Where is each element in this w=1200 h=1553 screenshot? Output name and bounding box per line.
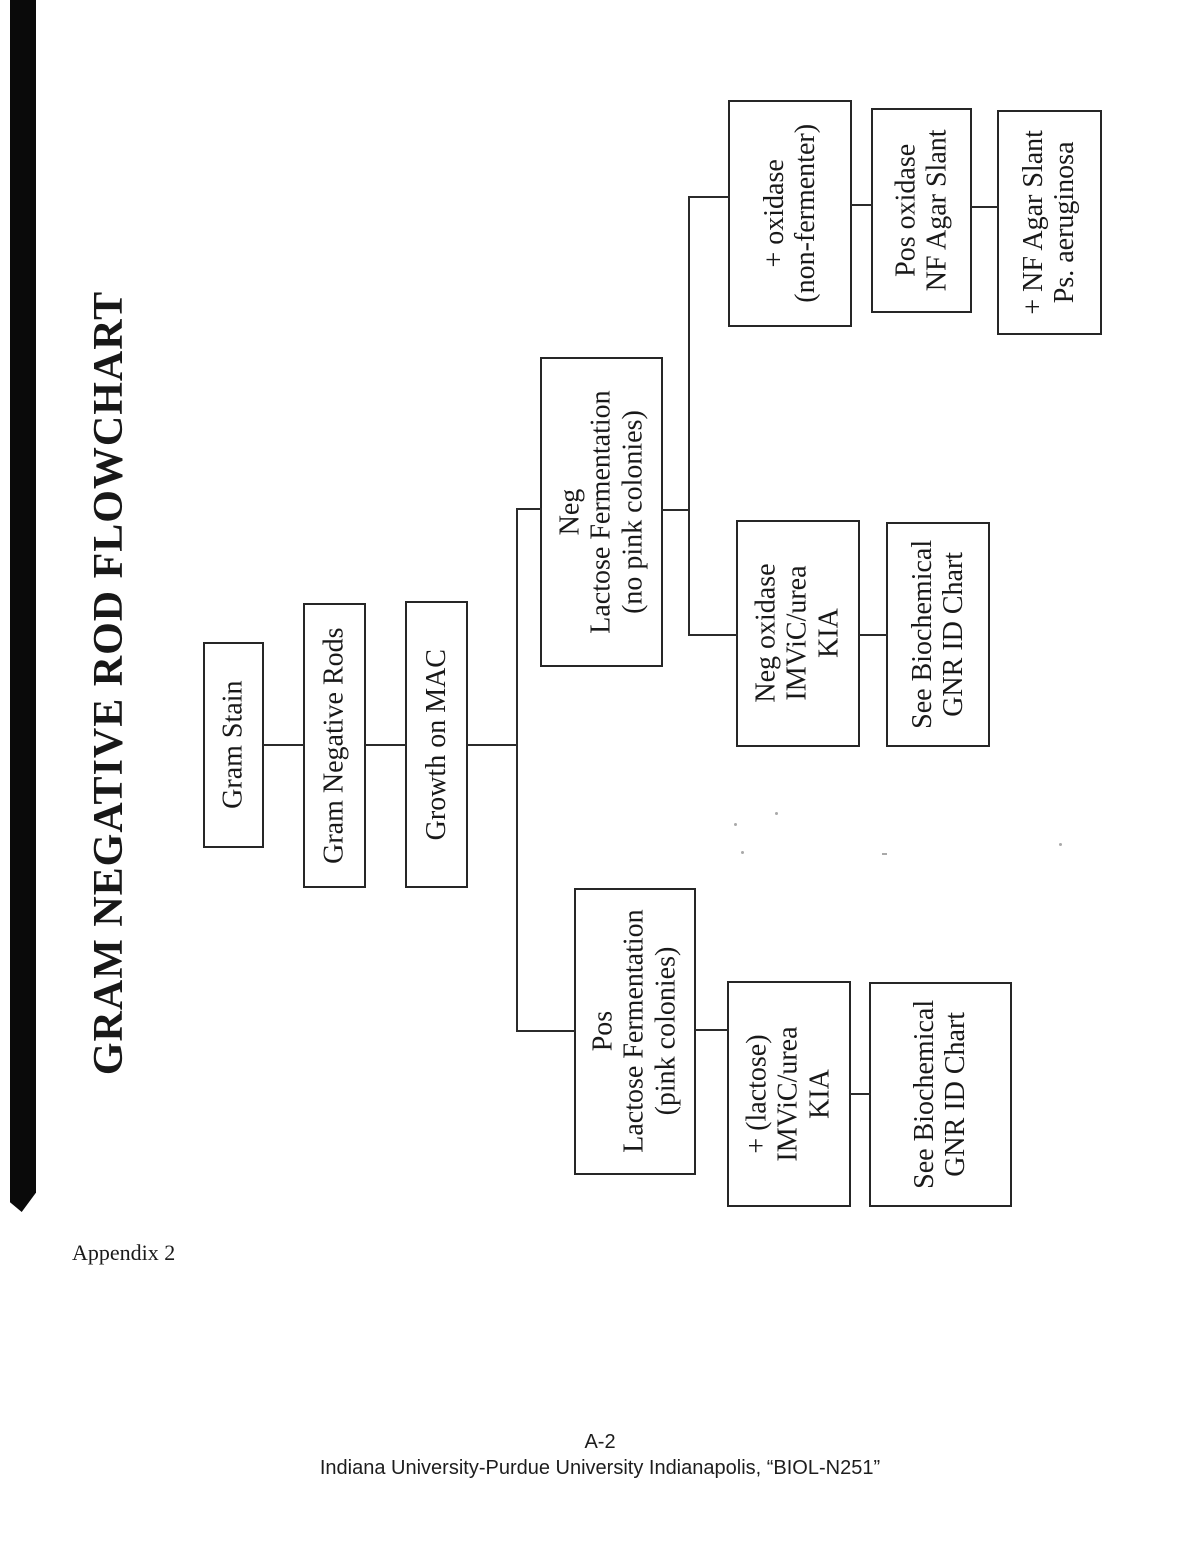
appendix-label: Appendix 2 (72, 1240, 176, 1265)
connector-line (516, 508, 542, 510)
connector-line (688, 634, 738, 636)
connector-line (695, 1029, 729, 1031)
flow-node-see-biochemical-neg: See Biochemical GNR ID Chart (886, 522, 990, 747)
flow-node-nf-agar-ps-aeruginosa: + NF Agar Slant Ps. aeruginosa (997, 110, 1102, 335)
scan-speck (775, 812, 778, 815)
connector-line (661, 509, 690, 511)
node-text: Gram Negative Rods (318, 627, 350, 864)
flow-node-plus-oxidase: + oxidase (non-fermenter) (728, 100, 852, 327)
scan-gutter-bar (10, 0, 36, 1212)
flow-node-pos-oxidase-nf-agar: Pos oxidase NF Agar Slant (871, 108, 972, 313)
flow-node-growth-on-mac: Growth on MAC (405, 601, 468, 888)
connector-line (851, 204, 873, 206)
connector-line (467, 744, 517, 746)
footer-page-number: A-2 (584, 1431, 616, 1453)
flow-node-pos-lactose-fermentation: Pos Lactose Fermentation (pink colonies) (574, 888, 696, 1175)
page-title: GRAM NEGATIVE ROD FLOWCHART (76, 283, 142, 1083)
scan-speck (1059, 843, 1062, 846)
footer-attribution: Indiana University-Purdue University Ind… (319, 1457, 881, 1479)
node-text: Gram Stain (217, 680, 249, 810)
connector-line (971, 206, 999, 208)
node-text: Growth on MAC (420, 648, 452, 841)
connector-line (688, 196, 690, 636)
node-text: Neg Lactose Fermentation (no pink coloni… (554, 390, 649, 634)
flow-node-gram-stain: Gram Stain (203, 642, 264, 848)
flow-node-see-biochemical-pos: See Biochemical GNR ID Chart (869, 982, 1012, 1207)
node-text: + NF Agar Slant Ps. aeruginosa (1018, 130, 1081, 315)
connector-line (516, 1030, 576, 1032)
node-text: See Biochemical GNR ID Chart (906, 540, 969, 729)
connector-line (263, 744, 305, 746)
flow-node-neg-oxidase-imvic: Neg oxidase IMViC/urea KIA (736, 520, 860, 747)
connector-line (859, 634, 888, 636)
page-title-text: GRAM NEGATIVE ROD FLOWCHART (86, 290, 132, 1076)
node-text: See Biochemical GNR ID Chart (909, 1000, 972, 1189)
page-footer: A-2 Indiana University-Purdue University… (0, 1430, 1200, 1480)
connector-line (850, 1093, 871, 1095)
node-text: Pos oxidase NF Agar Slant (890, 129, 953, 292)
scan-speck (882, 853, 887, 855)
connector-line (516, 508, 518, 1032)
node-text: Neg oxidase IMViC/urea KIA (750, 563, 845, 704)
connector-line (688, 196, 730, 198)
connector-line (365, 744, 407, 746)
node-text: Pos Lactose Fermentation (pink colonies) (587, 909, 682, 1154)
flow-node-gram-negative-rods: Gram Negative Rods (303, 603, 366, 888)
scan-speck (741, 851, 744, 854)
node-text: + (lactose) IMViC/urea KIA (741, 1026, 836, 1162)
node-text: + oxidase (non-fermenter) (758, 124, 822, 303)
flow-node-plus-lactose-imvic: + (lactose) IMViC/urea KIA (727, 981, 851, 1207)
scan-speck (734, 823, 737, 826)
flow-node-neg-lactose-fermentation: Neg Lactose Fermentation (no pink coloni… (540, 357, 663, 667)
